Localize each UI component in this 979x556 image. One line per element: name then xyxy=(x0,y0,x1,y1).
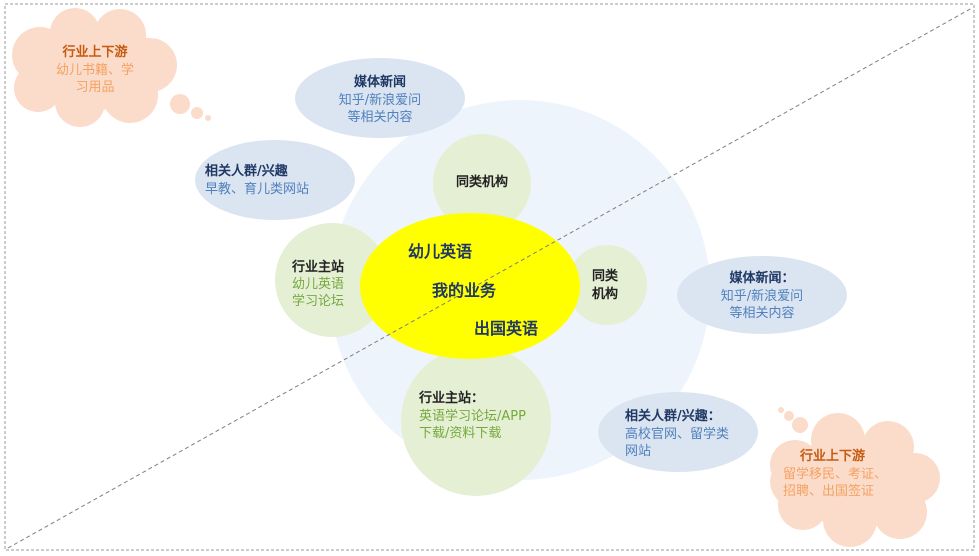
bubble-industry-main-bottom xyxy=(401,346,551,496)
updown-top-line2: 习用品 xyxy=(75,80,115,95)
media-top-title: 媒体新闻 xyxy=(353,75,406,90)
industry-main-left-line2: 学习论坛 xyxy=(292,294,345,309)
related-left-title: 相关人群/兴趣 xyxy=(205,164,288,179)
industry-main-left-line1: 幼儿英语 xyxy=(292,277,345,292)
cloud-bottom-right xyxy=(770,407,940,547)
updown-top-line1: 幼儿书籍、学 xyxy=(55,63,134,78)
related-right-line1: 高校官网、留学类 xyxy=(625,427,730,442)
media-top-line2: 等相关内容 xyxy=(347,110,413,125)
bubble-industry-main-left xyxy=(275,223,389,337)
cloud-top-left xyxy=(12,8,211,127)
industry-main-left-title: 行业主站 xyxy=(292,260,345,275)
related-right-title: 相关人群/兴趣： xyxy=(625,409,721,424)
updown-top-title: 行业上下游 xyxy=(62,45,128,60)
updown-bottom-line1: 留学移民、考证、 xyxy=(783,467,888,482)
dashed-frame xyxy=(4,3,975,551)
media-right-title: 媒体新闻： xyxy=(729,271,795,286)
updown-bottom-line2: 招聘、出国签证 xyxy=(783,484,875,499)
media-right-line1: 知乎/新浪爱问 xyxy=(720,289,804,304)
media-right-line2: 等相关内容 xyxy=(729,306,795,321)
related-right-line2: 网站 xyxy=(625,444,652,459)
bubble-peer-right xyxy=(567,245,647,325)
updown-bottom-title: 行业上下游 xyxy=(800,449,866,464)
peer-right-line2: 机构 xyxy=(591,287,618,302)
bubble-related-left xyxy=(195,140,355,220)
center-bottom-label: 出国英语 xyxy=(474,319,539,338)
center-middle-label: 我的业务 xyxy=(432,281,497,300)
center-top-label: 幼儿英语 xyxy=(408,242,473,261)
diagonal-divider xyxy=(7,7,973,549)
peer-right-line1: 同类 xyxy=(591,269,618,284)
bubble-peer-top xyxy=(433,134,531,232)
center-ellipse xyxy=(360,213,580,359)
bubble-media-top xyxy=(295,58,465,138)
bubble-related-right xyxy=(598,392,758,472)
bubble-media-right xyxy=(677,256,847,334)
related-left-line1: 早教、育儿类网站 xyxy=(205,182,310,197)
industry-main-bottom-line1: 英语学习论坛/APP xyxy=(419,409,526,424)
industry-main-bottom-line2: 下载/资料下载 xyxy=(419,426,502,441)
peer-top-title: 同类机构 xyxy=(455,175,508,190)
industry-main-bottom-title: 行业主站： xyxy=(419,391,485,406)
media-top-line1: 知乎/新浪爱问 xyxy=(338,93,422,108)
